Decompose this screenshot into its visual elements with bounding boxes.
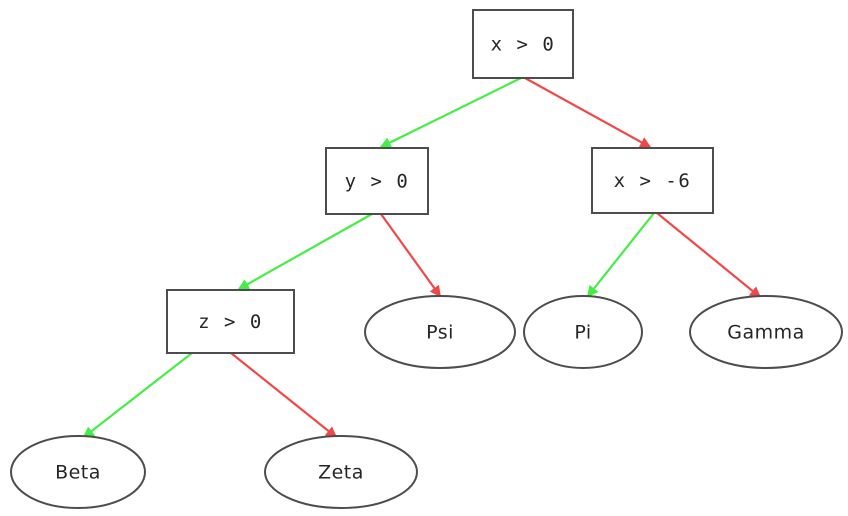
edge-y-to-z-true [237, 213, 373, 290]
edge-root-to-y-true [379, 77, 522, 148]
edge-x6-to-pi-true [586, 212, 655, 298]
leaf-psi-label: Psi [426, 322, 454, 344]
node-x-greater-minus6[interactable]: x > -6 [591, 147, 714, 214]
node-root-label: x > 0 [491, 34, 556, 56]
node-y-greater-0[interactable]: y > 0 [325, 147, 429, 215]
node-group: x > 0 y > 0 x > -6 z > 0 Psi Pi [10, 9, 843, 509]
leaf-beta[interactable]: Beta [10, 435, 146, 509]
edge-y-to-psi-false [380, 213, 442, 298]
node-y-greater-0-box[interactable] [325, 147, 429, 215]
leaf-beta-label: Beta [55, 462, 101, 484]
leaf-pi-ellipse[interactable] [523, 295, 643, 369]
leaf-gamma-label: Gamma [727, 322, 805, 344]
node-z-greater-0-box[interactable] [166, 289, 295, 354]
edge-x6-to-gamma-false [656, 212, 762, 299]
node-root[interactable]: x > 0 [472, 9, 574, 79]
leaf-beta-ellipse[interactable] [10, 435, 146, 509]
leaf-zeta-ellipse[interactable] [264, 435, 418, 509]
node-x-greater-minus6-box[interactable] [591, 147, 714, 214]
leaf-gamma[interactable]: Gamma [689, 295, 843, 369]
leaf-zeta-label: Zeta [318, 462, 364, 484]
edge-z-to-beta-true [82, 352, 193, 439]
node-z-greater-0[interactable]: z > 0 [166, 289, 295, 354]
leaf-pi[interactable]: Pi [523, 295, 643, 369]
edge-group [82, 77, 762, 439]
leaf-zeta[interactable]: Zeta [264, 435, 418, 509]
leaf-psi-ellipse[interactable] [364, 295, 516, 369]
edge-root-to-x6-false [524, 77, 652, 148]
node-z-greater-0-label: z > 0 [198, 311, 263, 333]
leaf-gamma-ellipse[interactable] [689, 295, 843, 369]
edge-z-to-zeta-false [230, 352, 338, 439]
node-root-box[interactable] [472, 9, 574, 79]
node-y-greater-0-label: y > 0 [345, 171, 410, 193]
node-x-greater-minus6-label: x > -6 [614, 170, 692, 192]
leaf-pi-label: Pi [574, 322, 591, 344]
leaf-psi[interactable]: Psi [364, 295, 516, 369]
